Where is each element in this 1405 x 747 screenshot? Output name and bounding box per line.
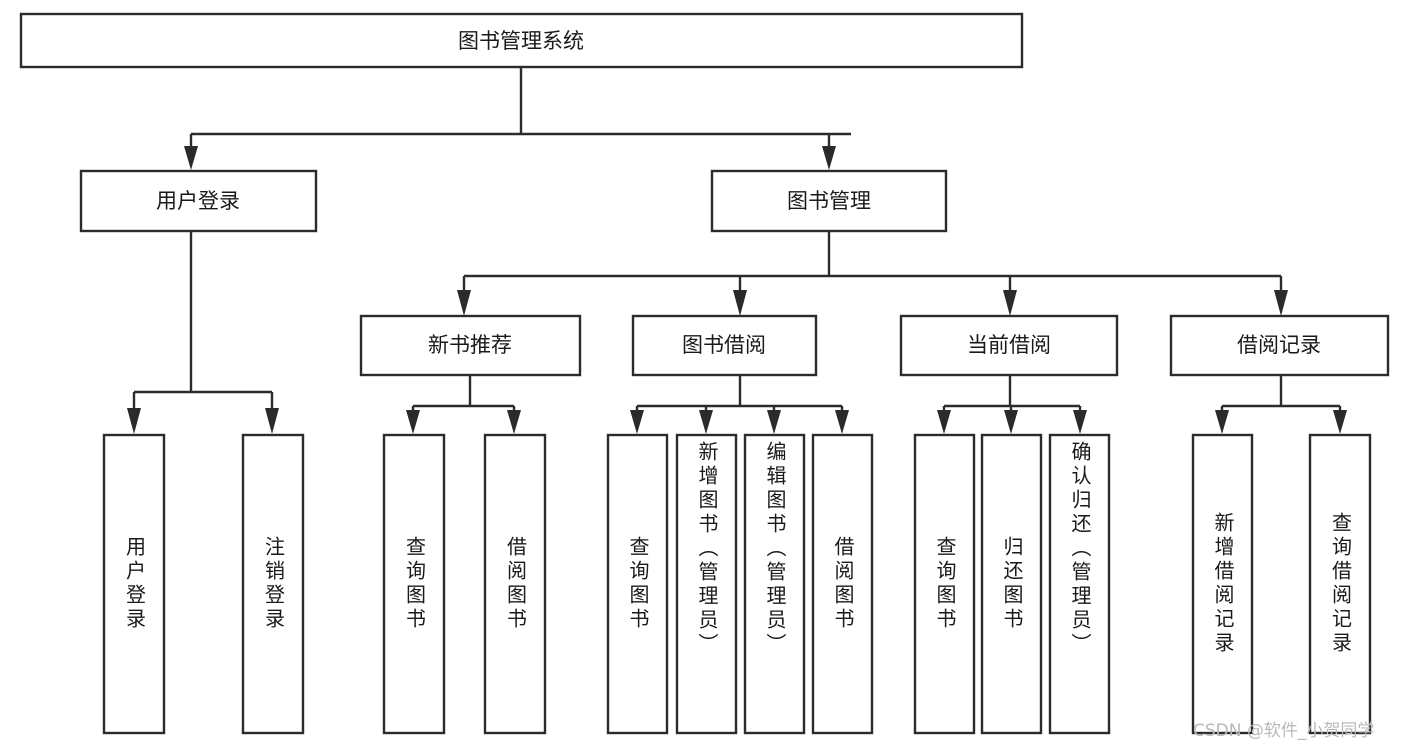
node-user-login-label: 用户登录 <box>156 189 240 213</box>
node-user-login[interactable]: 用户登录 <box>79 169 318 233</box>
node-user-login-box[interactable] <box>79 169 318 233</box>
node-borrow-record[interactable]: 借阅记录 <box>1169 314 1390 377</box>
arrow-head-book-manage <box>822 146 836 170</box>
connector-new-book-to-leaves <box>406 375 521 434</box>
node-current-borrow-label: 当前借阅 <box>967 333 1051 357</box>
leaf-box-add-book[interactable] <box>675 433 738 735</box>
connector-book-manage-to-level2 <box>457 231 1288 316</box>
node-book-borrow-box[interactable] <box>631 314 818 377</box>
leaf-box-add-record[interactable] <box>1191 433 1254 735</box>
arrow-head-leaf-query-book-1 <box>406 410 420 434</box>
node-root-label: 图书管理系统 <box>458 29 584 53</box>
arrow-head-new-book-recommend <box>457 290 471 316</box>
connector-user-login-to-leaves <box>127 231 279 434</box>
arrow-head-leaf-logout <box>265 408 279 434</box>
node-new-book-recommend[interactable]: 新书推荐 <box>359 314 582 377</box>
leaf-box-return-book[interactable] <box>980 433 1043 735</box>
leaf-box-query-book-3[interactable] <box>913 433 976 735</box>
arrow-head-current-borrow <box>1003 290 1017 316</box>
node-book-manage-box[interactable] <box>710 169 948 233</box>
node-book-manage[interactable]: 图书管理 <box>710 169 948 233</box>
node-book-borrow[interactable]: 图书借阅 <box>631 314 818 377</box>
arrow-head-leaf-query-book-2 <box>630 410 644 434</box>
arrow-head-leaf-return-book <box>1004 410 1018 434</box>
node-current-borrow-box[interactable] <box>899 314 1119 377</box>
arrow-head-leaf-user-login <box>127 408 141 434</box>
connector-borrow-record-to-leaves <box>1215 375 1347 434</box>
arrow-head-borrow-record <box>1274 290 1288 316</box>
leaf-node-boxes <box>102 433 1372 735</box>
connector-root-to-level1 <box>184 67 851 170</box>
arrow-head-leaf-borrow-book-2 <box>835 410 849 434</box>
arrow-head-leaf-query-book-3 <box>937 410 951 434</box>
arrow-head-leaf-query-record <box>1333 410 1347 434</box>
node-borrow-record-label: 借阅记录 <box>1237 333 1321 357</box>
node-borrow-record-box[interactable] <box>1169 314 1390 377</box>
node-root-box[interactable] <box>19 12 1024 69</box>
node-new-book-recommend-box[interactable] <box>359 314 582 377</box>
connector-book-borrow-to-leaves <box>630 375 849 434</box>
csdn-watermark: CSDN @软件_小贺同学 <box>1193 721 1375 741</box>
arrow-head-user-login <box>184 146 198 170</box>
leaf-box-user-login[interactable] <box>102 433 166 735</box>
node-book-manage-label: 图书管理 <box>787 189 871 213</box>
node-book-borrow-label: 图书借阅 <box>682 333 766 357</box>
arrow-head-leaf-confirm-return <box>1073 410 1087 434</box>
leaf-box-logout[interactable] <box>241 433 305 735</box>
node-current-borrow[interactable]: 当前借阅 <box>899 314 1119 377</box>
leaf-box-borrow-book-2[interactable] <box>811 433 874 735</box>
node-new-book-recommend-label: 新书推荐 <box>428 333 512 357</box>
leaf-box-query-book-2[interactable] <box>606 433 669 735</box>
node-root[interactable]: 图书管理系统 <box>19 12 1024 69</box>
leaf-box-query-record[interactable] <box>1308 433 1372 735</box>
arrow-head-book-borrow <box>733 290 747 316</box>
leaf-box-confirm-return[interactable] <box>1048 433 1111 735</box>
leaf-box-borrow-book-1[interactable] <box>483 433 547 735</box>
leaf-box-edit-book[interactable] <box>743 433 806 735</box>
leaf-box-query-book-1[interactable] <box>382 433 446 735</box>
connector-current-borrow-to-leaves <box>937 375 1087 434</box>
arrow-head-leaf-borrow-book-1 <box>507 410 521 434</box>
arrow-head-leaf-edit-book <box>767 410 781 434</box>
arrow-head-leaf-add-record <box>1215 410 1229 434</box>
arrow-head-leaf-add-book <box>699 410 713 434</box>
